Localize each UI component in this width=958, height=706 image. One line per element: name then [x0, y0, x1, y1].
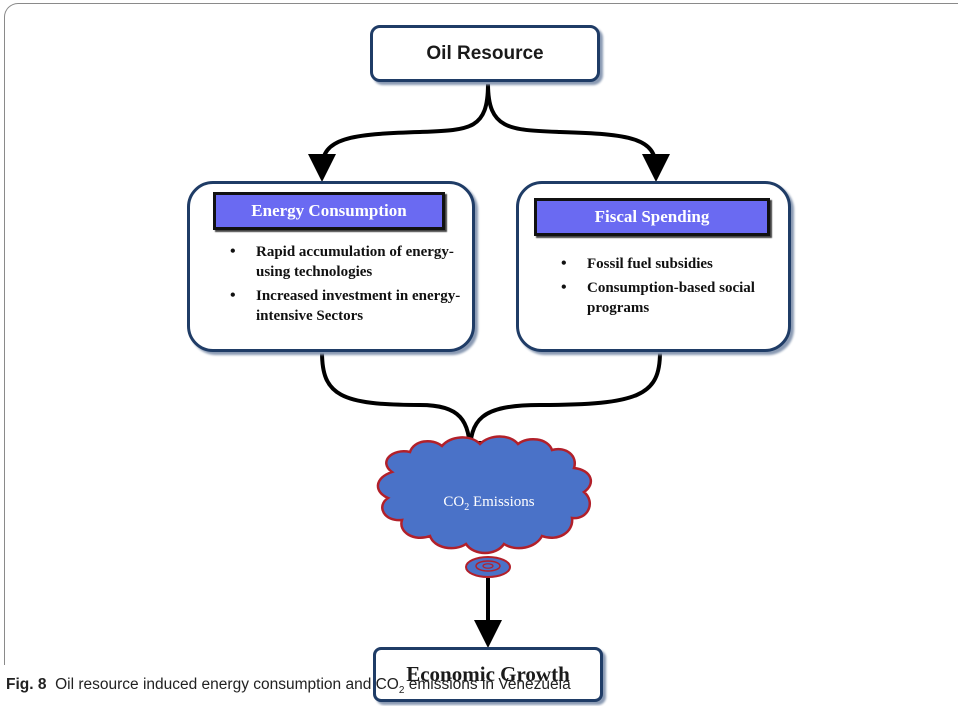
- caption-text: Oil resource induced energy consumption …: [46, 676, 399, 693]
- oil-resource-label: Oil Resource: [426, 42, 544, 64]
- arrow-from-energy-consumption: [320, 351, 484, 469]
- energy-consumption-bullets: Rapid accumulation of energy-using techn…: [228, 242, 468, 330]
- figure-number: Fig. 8: [6, 676, 47, 693]
- caption-subscript: 2: [398, 685, 405, 697]
- co2-prefix: CO: [443, 494, 465, 510]
- fiscal-spending-bullets: Fossil fuel subsidies Consumption-based …: [559, 254, 784, 322]
- co2-emissions-label: CO2 Emissions: [434, 494, 544, 513]
- energy-consumption-bullet: Increased investment in energy-intensive…: [228, 286, 468, 326]
- co2-suffix: Emissions: [469, 494, 535, 510]
- energy-consumption-box: Energy Consumption Rapid accumulation of…: [187, 181, 475, 352]
- arrow-from-fiscal-spending: [468, 351, 662, 456]
- economic-growth-box: Economic Growth: [373, 647, 603, 702]
- figure-caption: Fig. 8 Oil resource induced energy consu…: [6, 676, 571, 696]
- fiscal-spending-bullet: Fossil fuel subsidies: [559, 254, 784, 274]
- fiscal-spending-bullet: Consumption-based social programs: [559, 278, 784, 318]
- thought-bubble-inner: [482, 563, 494, 569]
- fiscal-spending-header: Fiscal Spending: [534, 198, 770, 236]
- fiscal-spending-box: Fiscal Spending Fossil fuel subsidies Co…: [516, 181, 791, 352]
- oil-resource-box: Oil Resource: [370, 25, 600, 82]
- energy-consumption-header: Energy Consumption: [213, 192, 445, 230]
- arrow-to-energy-consumption: [308, 83, 490, 182]
- economic-growth-label: Economic Growth: [406, 662, 570, 686]
- co2-subscript: 2: [464, 502, 470, 513]
- figure-frame: [4, 3, 958, 665]
- caption-text-end: emissions in Venezuela: [404, 676, 571, 693]
- co2-emissions-cloud: [376, 435, 593, 555]
- energy-consumption-bullet: Rapid accumulation of energy-using techn…: [228, 242, 468, 282]
- arrow-to-fiscal-spending: [486, 83, 670, 182]
